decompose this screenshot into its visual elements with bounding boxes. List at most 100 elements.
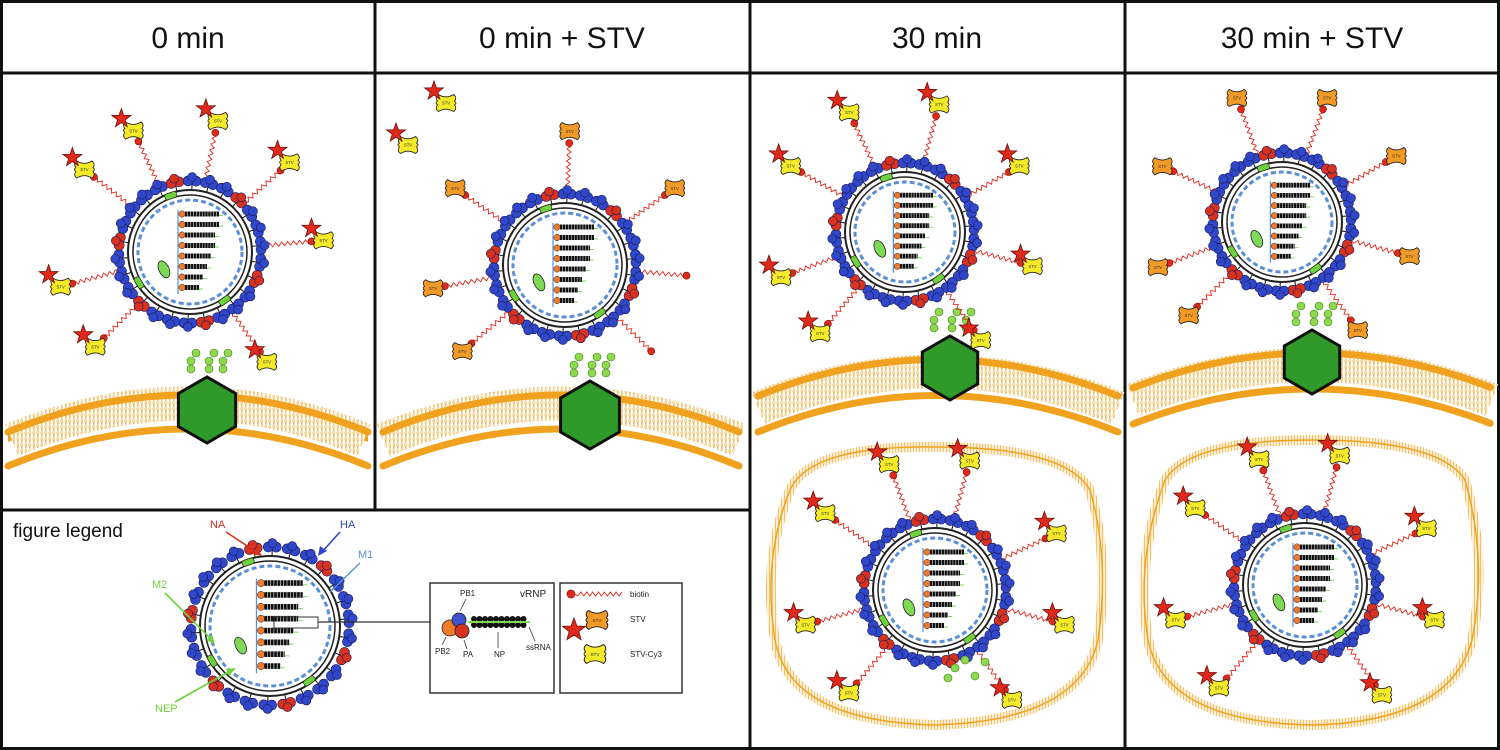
stv-icon: STV xyxy=(664,179,686,198)
m2-channel xyxy=(1227,245,1238,258)
stv-icon: STV xyxy=(1178,306,1200,325)
cy3-star-icon xyxy=(1172,484,1194,506)
tag-cy3: STV xyxy=(1001,510,1067,560)
legend-label-na: NA xyxy=(210,519,226,531)
vrnp-polymerase xyxy=(923,601,931,608)
tag-cy3: STV xyxy=(1152,596,1234,629)
tag-cy3: STV xyxy=(947,437,981,519)
biotin-icon xyxy=(1319,105,1327,114)
sialic-acid xyxy=(1296,301,1306,311)
viral-envelope xyxy=(1221,161,1343,283)
m2-channel xyxy=(963,632,976,644)
stv-icon: STV xyxy=(1046,524,1067,543)
m1-layer xyxy=(853,180,957,284)
tag-stv: STV xyxy=(625,179,686,224)
vrnp-polymerase xyxy=(553,265,561,273)
tag-biotin xyxy=(616,317,656,356)
cy3-star-icon xyxy=(782,601,805,622)
stv-icon: STV xyxy=(878,455,900,474)
stv-icon: STV xyxy=(809,324,831,343)
svg-text:STV: STV xyxy=(1430,617,1438,622)
virion-panel-3-endosomal xyxy=(855,510,1015,670)
sialic-acid xyxy=(947,323,957,333)
m1-layer xyxy=(136,198,244,306)
vrnp-polymerase xyxy=(1293,617,1301,624)
vrnp-polymerase xyxy=(1270,242,1278,250)
vrnp-polymerase xyxy=(923,548,931,556)
stv-icon: STV xyxy=(770,268,792,287)
tag-stv: STV xyxy=(1178,272,1232,325)
tag-cy3: STV xyxy=(976,650,1023,709)
vrnp-polymerase xyxy=(553,244,561,252)
sialic-acid xyxy=(1309,309,1319,319)
vrnp-polymerase xyxy=(178,273,186,281)
stv-tags: STV STV STV STV STV STV STV STV STV STV STV STV STV S… xyxy=(37,81,1445,709)
vrnp-polymerase xyxy=(257,579,265,587)
cy3-star-icon xyxy=(1236,435,1258,457)
legend-labels: NA HA M1 M2 NEP xyxy=(152,519,373,715)
svg-text:STV: STV xyxy=(592,618,602,624)
tag-cy3: STV xyxy=(866,440,912,521)
np-bead xyxy=(520,616,527,622)
sialic-acid xyxy=(204,364,214,374)
tag-cy3: STV xyxy=(1196,641,1258,697)
svg-text:STV: STV xyxy=(1185,313,1193,318)
sialic-acid xyxy=(218,364,228,374)
vrnp-title: vRNP xyxy=(520,589,546,600)
svg-text:STV: STV xyxy=(285,160,293,165)
sialic-acid xyxy=(980,657,990,667)
tag-stv: STV xyxy=(1351,239,1420,266)
svg-text:STV: STV xyxy=(966,458,974,463)
stv-icon: STV xyxy=(1347,321,1369,340)
cy3-star-icon xyxy=(1041,601,1064,622)
m1-layer xyxy=(1230,170,1334,274)
stv-icon: STV xyxy=(1151,157,1173,176)
cy3-star-icon xyxy=(1411,596,1434,617)
svg-text:STV: STV xyxy=(1171,617,1179,622)
tag-cy3: STV xyxy=(768,142,844,197)
svg-text:STV: STV xyxy=(845,110,853,115)
m1-layer xyxy=(208,564,332,688)
cy3-star-icon xyxy=(385,121,407,143)
tag-cy3: STV xyxy=(1317,432,1351,514)
cy3-star-icon xyxy=(1403,505,1426,526)
cy3-star-icon xyxy=(72,323,94,344)
sialic-acid xyxy=(960,655,970,665)
tag-stv: STV xyxy=(451,312,509,361)
svg-text:STV: STV xyxy=(1405,254,1413,259)
viral-envelope xyxy=(872,527,998,653)
svg-text:STV: STV xyxy=(1154,265,1162,270)
vrnp-polymerase xyxy=(178,231,186,239)
sialic-acid xyxy=(929,323,939,333)
sialic-acid xyxy=(1323,317,1333,327)
virions xyxy=(110,144,1385,714)
svg-text:STV: STV xyxy=(80,167,88,172)
nep-protein xyxy=(234,636,247,655)
cy3-star-icon xyxy=(1196,664,1218,685)
stv-icon: STV xyxy=(50,277,71,296)
stv-icon: STV xyxy=(207,111,229,130)
vrnp-polymerase xyxy=(1270,253,1278,260)
biotin-icon xyxy=(889,471,898,480)
stv-icon: STV xyxy=(1226,88,1248,108)
viral-envelope xyxy=(1242,522,1368,648)
svg-text:STV: STV xyxy=(590,652,600,658)
svg-text:STV: STV xyxy=(1323,96,1331,101)
svg-text:STV: STV xyxy=(1158,164,1166,169)
biotin-icon xyxy=(1332,463,1341,472)
stv-icon: STV xyxy=(795,615,816,634)
vrnp-polymerase xyxy=(553,297,561,304)
stv-icon: STV xyxy=(397,135,419,155)
vrnp-polymerase xyxy=(178,284,186,291)
vrnp-polymerase xyxy=(257,626,265,635)
svg-text:STV: STV xyxy=(1060,622,1068,627)
sialic-acid xyxy=(223,348,233,358)
svg-text:STV: STV xyxy=(1215,685,1223,690)
tag-cy3: STV xyxy=(967,142,1030,197)
vrnp-polymerase xyxy=(1270,222,1278,230)
m2-channel xyxy=(303,675,316,687)
tag-cy3: STV xyxy=(758,253,838,287)
svg-text:STV: STV xyxy=(429,286,437,291)
m1-layer xyxy=(511,211,619,319)
stv-icon: STV xyxy=(84,337,106,356)
